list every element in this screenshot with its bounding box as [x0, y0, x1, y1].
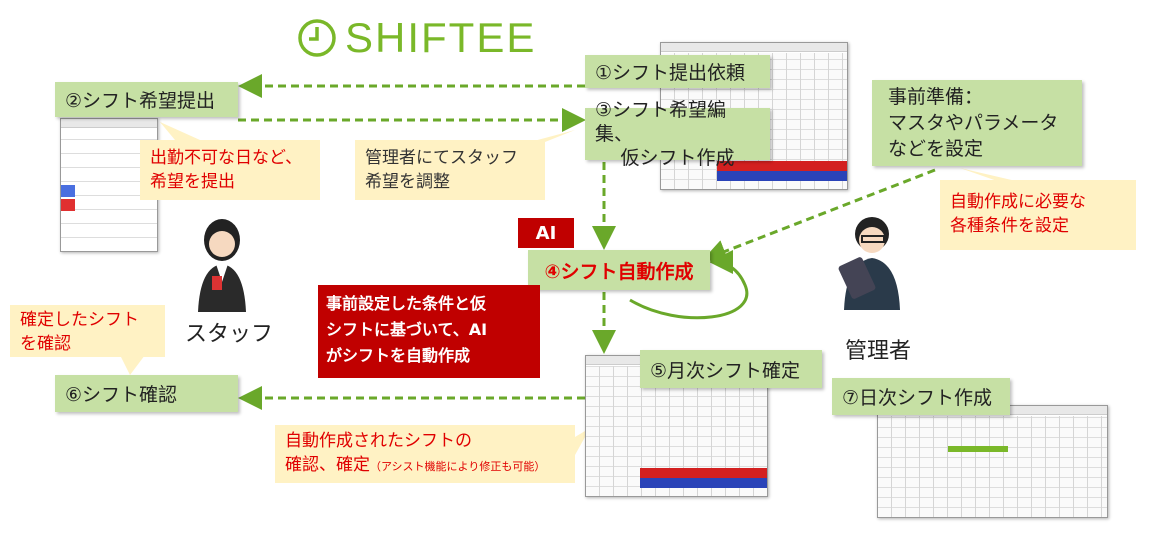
manager-person-icon — [838, 217, 900, 310]
note-manager-adjust: 管理者にてスタッフ希望を調整 — [355, 140, 545, 200]
ai-badge: AI — [518, 218, 574, 248]
shiftee-logo: SHIFTEE — [297, 14, 536, 62]
step-7-daily: ⑦日次シフト作成 — [832, 378, 1010, 415]
step-2-submit: ②シフト希望提出 — [55, 82, 238, 117]
staff-person-icon — [198, 219, 246, 312]
staff-label: スタッフ — [185, 322, 274, 347]
prep-settings: 事前準備：マスタやパラメータなどを設定 — [872, 80, 1082, 166]
note-conditions: 自動作成に必要な各種条件を設定 — [940, 180, 1136, 250]
step-1-request: ①シフト提出依頼 — [585, 55, 770, 88]
note-auto-confirm: 自動作成されたシフトの確認、確定（アシスト機能により修正も可能） — [275, 425, 575, 483]
note-staff-submit: 出勤不可な日など、希望を提出 — [140, 140, 320, 200]
loop-arrow — [629, 250, 749, 320]
logo-text: SHIFTEE — [345, 14, 537, 61]
screenshot-daily-shift — [877, 405, 1108, 518]
step-6-check: ⑥シフト確認 — [55, 375, 238, 412]
step-4-auto-create: ④シフト自動作成 — [528, 250, 710, 290]
step-3-edit: ③シフト希望編集、仮シフト作成 — [585, 99, 770, 169]
clock-icon — [298, 19, 336, 57]
note-confirm-staff: 確定したシフトを確認 — [10, 305, 165, 357]
step-5-monthly-confirm: ⑤月次シフト確定 — [640, 350, 822, 388]
arrow-prep-to-4 — [702, 168, 936, 263]
manager-label: 管理者 — [845, 339, 912, 364]
